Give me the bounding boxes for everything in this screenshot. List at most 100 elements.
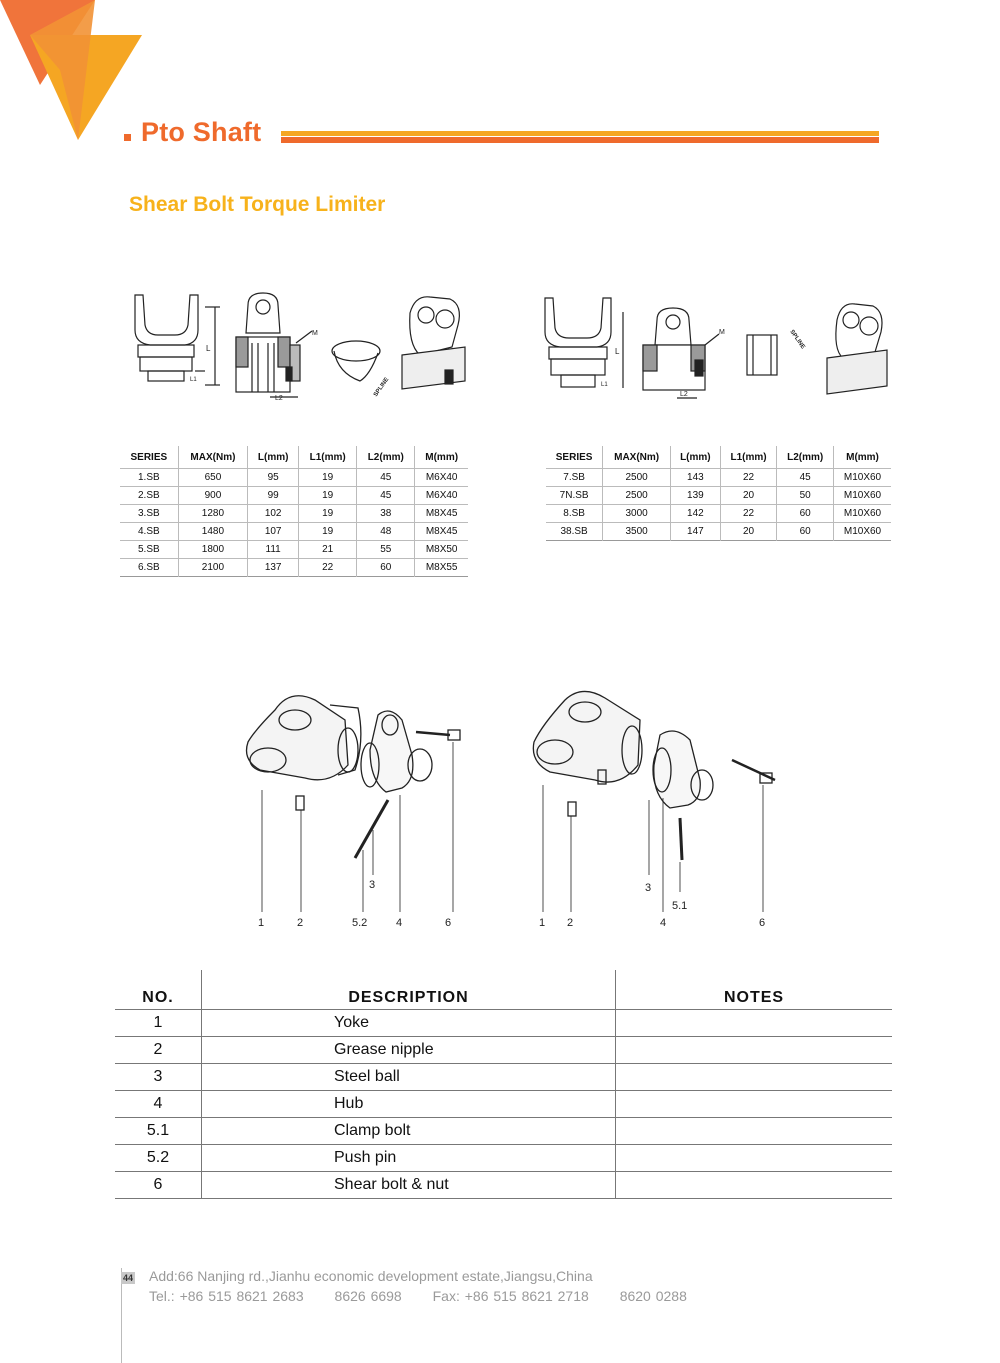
callout-label: 1 [258,917,264,929]
footer-fax2: 8620 0288 [619,1288,687,1304]
cell: 2500 [602,468,671,487]
col-header: M(mm) [414,446,468,469]
footer-fax: Fax: +86 515 8621 2718 [432,1288,589,1304]
cell: 4.SB [137,526,160,537]
technical-drawing-right: L L1 L2 M SPLINE [544,297,888,399]
cell: M8X55 [414,558,468,577]
cell: 1280 [177,504,248,523]
col-header-no: NO. [142,989,174,1006]
callout-label: 3 [369,879,375,891]
cell: M8X45 [414,504,468,523]
cell: M8X45 [414,522,468,541]
cell: 19 [298,504,357,523]
cell: 143 [670,468,721,487]
cell: 8.SB [563,508,585,519]
spline-label: SPLINE [788,329,805,350]
part-number: 1 [115,1009,202,1037]
cell: 3500 [602,522,671,541]
cell: 7.SB [563,472,585,483]
cell: M10X60 [833,486,891,505]
cell: 900 [177,486,248,505]
part-description: Push pin [201,1144,616,1172]
page-number: 44 [121,1272,136,1284]
cell: 1800 [177,540,248,559]
cell: 650 [177,468,248,487]
title-bullet [124,134,131,141]
cell: 45 [776,468,834,487]
col-header: MAX(Nm) [177,446,248,469]
footer-contact: Tel.: +86 515 8621 2683 8626 6698 Fax: +… [149,1288,713,1304]
dim-label-l2: L2 [275,395,283,402]
exploded-view-left: 1 2 5.2 3 4 6 [245,695,461,929]
title-rule [281,137,879,143]
cell: 6.SB [137,562,160,573]
cell: 50 [776,486,834,505]
dim-label-l: L [206,344,211,353]
cell: 7N.SB [559,490,589,501]
cell: 107 [247,522,299,541]
part-notes [615,1171,892,1199]
part-notes [615,1063,892,1091]
part-notes [615,1036,892,1064]
part-description: Yoke [201,1009,616,1037]
callout-label: 1 [539,917,545,929]
callout-label: 3 [645,882,651,894]
cell: M10X60 [833,522,891,541]
cell: 3.SB [137,508,160,519]
callout-label: 2 [567,917,573,929]
dim-label-l2: L2 [680,391,688,398]
part-number: 6 [115,1171,202,1199]
col-header-notes: NOTES [615,970,892,1010]
part-number: 2 [115,1036,202,1064]
part-notes [615,1090,892,1118]
part-number: 5.1 [115,1117,202,1145]
cell: 60 [776,504,834,523]
cell: M8X50 [414,540,468,559]
cell: 38 [356,504,415,523]
part-description: Clamp bolt [201,1117,616,1145]
technical-drawing-left: L L1 L2 M SPLINE [134,292,466,402]
cell: 20 [719,522,777,541]
cell: 45 [356,468,415,487]
part-number: 3 [115,1063,202,1091]
cell: M6X40 [414,486,468,505]
cell: M6X40 [414,468,468,487]
section-title: Shear Bolt Torque Limiter [129,193,386,216]
cell: 102 [247,504,299,523]
cell: M10X60 [833,504,891,523]
dim-label-m: M [719,329,725,336]
col-header: L2(mm) [776,446,834,469]
footer-tel: Tel.: +86 515 8621 2683 [149,1288,304,1304]
callout-label: 5.1 [672,900,687,912]
part-description: Steel ball [201,1063,616,1091]
cell: 1480 [177,522,248,541]
part-number: 4 [115,1090,202,1118]
spline-label: SPLINE [373,377,390,398]
cell: 19 [298,486,357,505]
title-rule [281,131,879,136]
cell: 45 [356,486,415,505]
cell: 60 [776,522,834,541]
cell: 19 [298,522,357,541]
cell: 142 [670,504,721,523]
dim-label-l1: L1 [601,382,608,388]
callout-label: 4 [660,917,666,929]
part-notes [615,1009,892,1037]
callout-label: 6 [759,917,765,929]
part-description: Grease nipple [201,1036,616,1064]
callout-label: 5.2 [352,917,367,929]
